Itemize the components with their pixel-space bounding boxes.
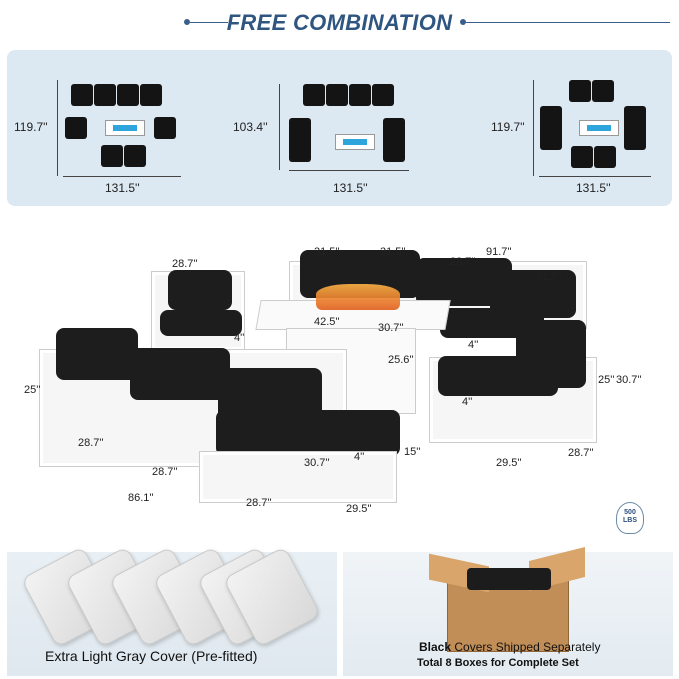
dim-table-length: 42.5'' <box>314 316 340 328</box>
dim-front-seat-depth: 15'' <box>404 446 421 458</box>
page-title: FREE COMBINATION <box>226 10 453 35</box>
layout-2-right-seats <box>383 118 405 162</box>
right-caption: Black Covers Shipped Separately <box>419 640 600 654</box>
layout-panel: 119.7'' 131.5'' 103.4'' 131.5'' 119.7'' <box>7 50 672 206</box>
corner-chair-right-seat <box>438 356 558 396</box>
dim-table-depth: 30.7'' <box>378 322 404 334</box>
dim-arm-right: 4'' <box>462 396 473 408</box>
badge-unit: LBS <box>623 517 637 524</box>
dim-front-arm: 4'' <box>354 451 365 463</box>
badge-weight: 500 <box>624 509 636 516</box>
dim-arm-left: 4'' <box>234 332 245 344</box>
left-caption: Extra Light Gray Cover (Pre-fitted) <box>45 648 258 664</box>
dim-right-height-b: 30.7'' <box>616 374 642 386</box>
dim-top-d: 31.5'' <box>536 271 562 283</box>
front-sofa-back-1 <box>56 328 138 380</box>
layout-3-right-seats <box>624 106 646 150</box>
layout-2-height-line <box>279 84 280 170</box>
dim-table-height: 25.6'' <box>388 354 414 366</box>
layout-2-left-seats <box>289 118 311 162</box>
layout-1-table <box>105 120 145 136</box>
title-dot-left <box>184 19 190 25</box>
front-sofa-seat <box>216 410 400 456</box>
front-sofa-back-2 <box>130 348 230 400</box>
layout-3-table <box>579 120 619 136</box>
dim-top-b: 31.5'' <box>380 246 406 258</box>
layout-1-bottom-seats <box>101 145 146 167</box>
dim-front-height: 25'' <box>24 384 41 396</box>
layout-1-top-seats <box>71 84 162 106</box>
title-line-left <box>190 22 228 23</box>
layout-2-height: 103.4'' <box>233 120 268 134</box>
title-dot-right <box>460 19 466 25</box>
layout-3-height: 119.7'' <box>491 120 525 134</box>
layout-3-left-seats <box>540 106 562 150</box>
layout-1-height-line <box>57 80 58 176</box>
right-subcaption: Total 8 Boxes for Complete Set <box>417 657 579 669</box>
shipping-box <box>447 580 569 652</box>
dim-top-a: 31.5'' <box>314 246 340 258</box>
layout-1-height: 119.7'' <box>14 120 48 134</box>
dim-right-depth: 28.7'' <box>568 447 594 459</box>
dim-front-seg-2: 28.7'' <box>152 466 178 478</box>
layout-3-width: 131.5'' <box>576 181 611 195</box>
layout-1-right-seat <box>154 117 176 139</box>
title-bar: FREE COMBINATION <box>0 0 679 46</box>
dim-top-c: 28.7'' <box>450 256 476 268</box>
layout-1-width-line <box>63 176 181 177</box>
dim-right-width: 29.5'' <box>496 457 522 469</box>
black-covers <box>467 568 551 590</box>
layout-1-left-seat <box>65 117 87 139</box>
dim-front-seg-3: 28.7'' <box>246 497 272 509</box>
right-caption-rest: Covers Shipped Separately <box>451 640 601 654</box>
layout-2-width: 131.5'' <box>333 181 368 195</box>
pre-fitted-cover-panel: Extra Light Gray Cover (Pre-fitted) <box>7 546 337 676</box>
black-cover-panel: Black Covers Shipped Separately Total 8 … <box>343 547 673 676</box>
layout-3-height-line <box>533 80 534 176</box>
dim-front-seg-1: 28.7'' <box>78 437 104 449</box>
dim-arm-back: 4'' <box>468 339 479 351</box>
right-caption-bold: Black <box>419 640 452 654</box>
dim-top-total: 91.7'' <box>486 246 512 258</box>
layout-1-width: 131.5'' <box>105 181 140 195</box>
dim-front-seat-height: 30.7'' <box>304 457 330 469</box>
weight-capacity-icon: 500 LBS <box>616 502 644 534</box>
dim-front-depth: 29.5'' <box>346 503 372 515</box>
layout-2-table <box>335 134 375 150</box>
dim-right-height-a: 25'' <box>598 374 615 386</box>
front-sofa-end <box>200 452 396 502</box>
fire-flame <box>316 284 400 310</box>
dim-front-total: 86.1'' <box>128 492 154 504</box>
layout-2-width-line <box>289 170 409 171</box>
single-chair-left-seat <box>160 310 242 336</box>
title-line-right <box>466 22 670 23</box>
single-chair-left-back <box>168 270 232 310</box>
layout-2-top-seats <box>303 84 394 106</box>
layout-3-top-seats <box>569 80 614 102</box>
layout-3-width-line <box>539 176 651 177</box>
layout-3-bottom-seats <box>571 146 616 168</box>
dim-left-chair-width: 28.7'' <box>172 258 198 270</box>
